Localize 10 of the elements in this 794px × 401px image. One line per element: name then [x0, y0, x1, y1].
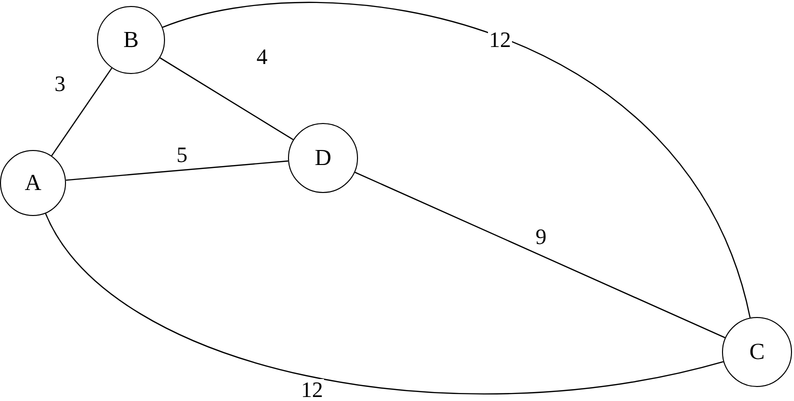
node-label: C — [749, 339, 765, 365]
edge-line — [45, 213, 724, 394]
edge-line — [162, 2, 751, 318]
node-label: A — [24, 170, 42, 196]
edge-line — [66, 160, 288, 181]
edge-line — [51, 68, 112, 156]
edge-line — [354, 172, 726, 338]
node-label: D — [314, 145, 332, 171]
edge-line — [160, 57, 294, 140]
node-label: B — [123, 27, 139, 53]
